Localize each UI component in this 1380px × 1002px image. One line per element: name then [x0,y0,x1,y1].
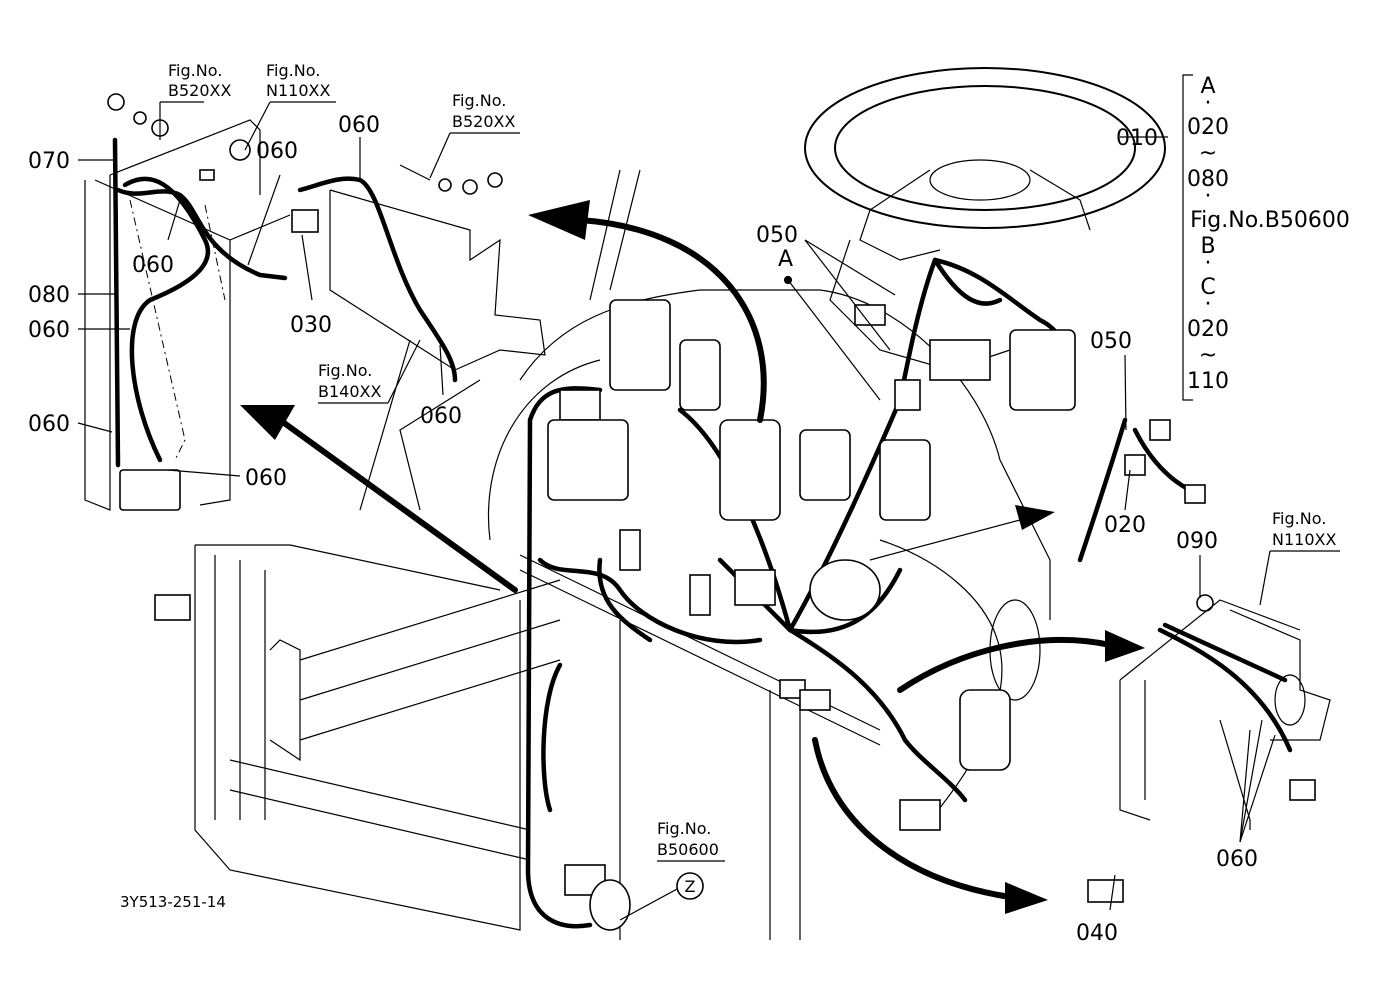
legend-item-13: 110 [1187,369,1229,394]
callout-040: 040 [1076,921,1118,946]
callout-labels: 070 080 060 060 060 060 060 060 030 060 … [28,113,1258,946]
fig-ref-1-line2: B520XX [168,81,231,100]
fig-ref-6-line1: Fig.No. [657,819,711,838]
legend-item-7: B [1200,234,1215,259]
fig-ref-1-line1: Fig.No. [168,61,222,80]
diagram-id: 3Y513-251-14 [120,893,226,911]
left-inset-panel [84,93,291,511]
legend-item-0: A [1200,74,1215,99]
legend-item-3: ~ [1199,141,1217,166]
components [547,299,1316,931]
fig-ref-2-line2: N110XX [266,81,330,100]
callout-050-right: 050 [1090,329,1132,354]
figure-references: Fig.No. B520XX Fig.No. N110XX Fig.No. B5… [168,61,1336,859]
middle-inset-bracket [291,164,546,511]
direction-arrows [240,200,1145,914]
callout-060-g: 060 [420,404,462,429]
legend-item-1: · [1205,91,1212,116]
fig-ref-5-line1: Fig.No. [1272,509,1326,528]
callout-060-e: 060 [256,139,298,164]
legend-item-12: ~ [1199,343,1217,368]
point-label-a: A [778,247,793,272]
legend-item-10: · [1205,292,1212,317]
fig-ref-6-line2: B50600 [657,840,719,859]
fig-ref-5-line2: N110XX [1272,530,1336,549]
callout-090: 090 [1176,529,1218,554]
callout-060-b: 060 [28,412,70,437]
callout-070: 070 [28,149,70,174]
point-a-marker [783,275,793,285]
callout-010: 010 [1116,126,1158,151]
legend-item-5: · [1205,184,1212,209]
fig-ref-4-line2: B140XX [318,382,381,401]
legend-column: A · 020 ~ 080 · Fig.No.B50600 B · C · 02… [1187,74,1350,394]
fig-ref-4-line1: Fig.No. [318,361,372,380]
callout-060-c: 060 [245,466,287,491]
callout-080: 080 [28,283,70,308]
leader-lines [77,74,1340,921]
main-harness [525,257,1293,929]
callout-060-d: 060 [132,253,174,278]
callout-050-top: 050 [756,223,798,248]
callout-060-h: 060 [1216,847,1258,872]
floor-frame [154,544,881,940]
fig-ref-3-line2: B520XX [452,112,515,131]
legend-item-9: C [1200,275,1215,300]
callout-030: 030 [290,313,332,338]
point-label-z: Z [685,877,696,896]
fig-ref-3-line1: Fig.No. [452,91,506,110]
legend-item-4: 080 [1187,167,1229,192]
legend-item-11: 020 [1187,317,1229,342]
legend-item-2: 020 [1187,115,1229,140]
callout-020: 020 [1104,513,1146,538]
legend-item-8: · [1205,251,1212,276]
legend-item-6: Fig.No.B50600 [1190,208,1350,233]
callout-060-f: 060 [338,113,380,138]
callout-060-a: 060 [28,318,70,343]
right-inset-bracket [1119,599,1331,830]
point-z-circle [676,872,704,900]
fig-ref-2-line1: Fig.No. [266,61,320,80]
